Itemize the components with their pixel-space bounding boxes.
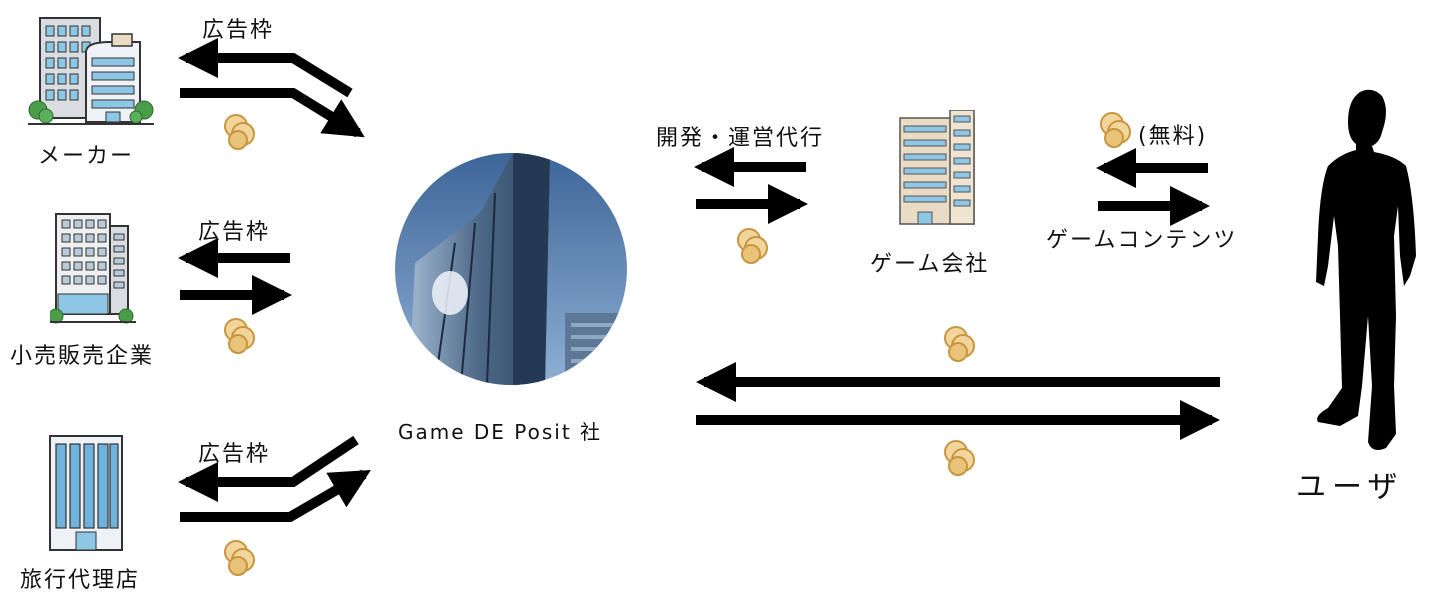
game-content-label: ゲームコンテンツ (1046, 228, 1238, 253)
maker-label: メーカー (38, 144, 135, 169)
glass-building-icon (49, 435, 123, 551)
skyscraper-photo (395, 153, 627, 385)
arrow-maker-to-hub (180, 88, 365, 138)
maker-flow-label: 広告枠 (202, 18, 275, 43)
office-building-icon (28, 17, 154, 125)
game-company-label: ゲーム会社 (870, 252, 990, 277)
hub-label: Game DE Posit 社 (398, 420, 603, 444)
travel-flow-label: 広告枠 (198, 442, 271, 467)
coin-stack-icon (944, 440, 975, 476)
coin-stack-icon (1100, 112, 1131, 148)
retailer-flow-label: 広告枠 (198, 220, 271, 245)
coin-stack-icon (224, 114, 255, 150)
arrow-travel-to-hub (180, 469, 371, 522)
coin-stack-icon (737, 228, 768, 264)
arrow-hub-to-maker (178, 38, 353, 98)
travel-agency-label: 旅行代理店 (20, 568, 141, 593)
tower-building-icon (50, 213, 136, 324)
retailer-label: 小売販売企業 (10, 344, 155, 369)
person-silhouette-icon (1316, 89, 1416, 450)
coin-stack-icon (224, 318, 255, 354)
coin-stack-icon (224, 540, 255, 576)
game-company-building-icon (899, 110, 975, 225)
user-label: ユーザ (1296, 470, 1404, 505)
arrow-hub-to-travel (178, 435, 359, 502)
game-flow-label: 開発・運営代行 (656, 126, 825, 151)
coin-stack-icon (944, 326, 975, 362)
free-label: (無料) (1138, 124, 1208, 149)
